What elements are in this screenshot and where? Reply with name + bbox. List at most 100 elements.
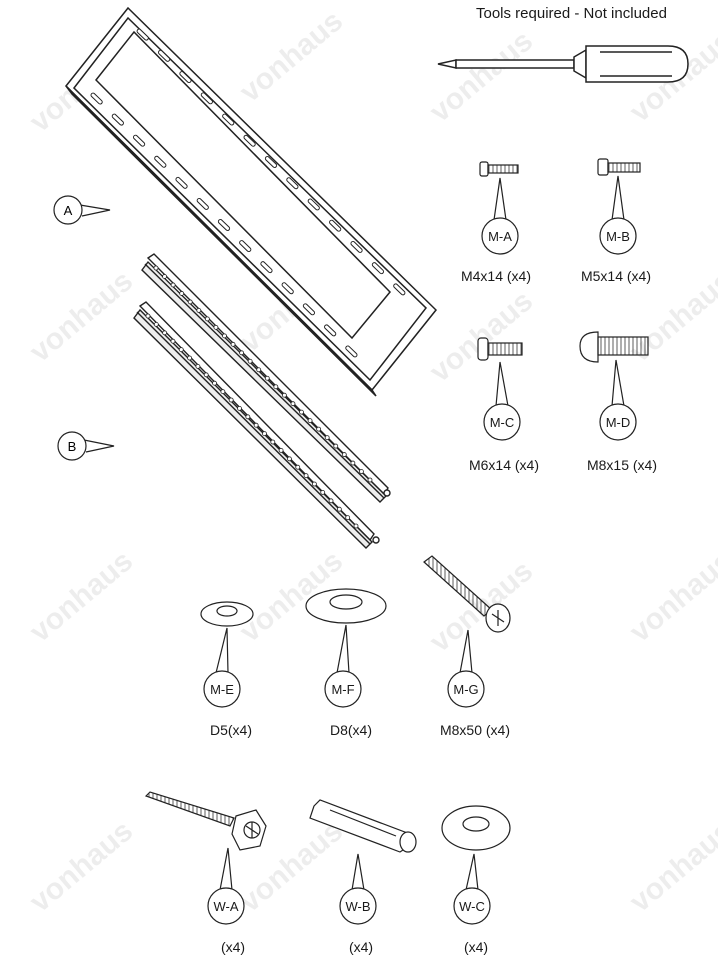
plate-slot <box>393 283 406 296</box>
washer-wc-icon <box>441 805 511 851</box>
bracket-hole <box>237 405 242 411</box>
lag-bolt-icon <box>144 791 267 851</box>
washer-d5-icon <box>200 601 254 627</box>
bracket-hole <box>303 473 309 479</box>
screw-m4-icon <box>479 161 519 177</box>
bracket-hole <box>145 313 151 319</box>
callout-md: M-D <box>599 359 637 441</box>
plate-slot <box>222 113 235 126</box>
bracket-hole <box>273 384 279 390</box>
callout-label-b: B <box>68 439 77 454</box>
spec-m-d: M8x15 (x4) <box>586 457 658 473</box>
spec-m-e: D5(x4) <box>209 722 253 738</box>
callout-me: M-E <box>203 627 241 708</box>
bracket-hole <box>336 506 342 512</box>
callout-label: M-G <box>453 682 478 697</box>
bracket-hole <box>195 363 201 369</box>
plate-slot <box>243 134 256 147</box>
bracket-hole <box>345 515 351 520</box>
callout-mc: M-C <box>483 361 521 441</box>
bracket-hole <box>290 401 296 407</box>
bracket-hole <box>170 282 176 288</box>
spec-m-f: D8(x4) <box>329 722 373 738</box>
bracket-hole <box>213 324 219 330</box>
callout-wc: W-C <box>453 853 491 925</box>
plate-slot <box>132 134 146 147</box>
spec-w-a: (x4) <box>220 939 246 955</box>
screw-m8-icon <box>579 331 649 363</box>
callout-label: W-B <box>345 899 370 914</box>
bracket-hole <box>170 338 176 344</box>
plate-slot <box>217 219 231 231</box>
bracket-hole <box>204 316 210 322</box>
callout-label: M-A <box>488 229 512 244</box>
plate-slot <box>281 282 294 295</box>
plate-slot <box>324 324 337 337</box>
tools-required-note: Tools required - Not included <box>476 5 667 22</box>
plate-slot <box>350 240 363 253</box>
bracket-hole <box>256 367 262 373</box>
plate-slot <box>371 262 385 275</box>
callout-wa: W-A <box>207 847 245 925</box>
bracket-hole <box>230 341 236 347</box>
plate-slot <box>345 345 358 358</box>
bracket-hole <box>212 380 217 386</box>
plate-slot <box>239 240 252 253</box>
plate-slot <box>157 49 171 62</box>
screwdriver-icon <box>437 45 689 83</box>
bracket-hole <box>196 307 202 313</box>
bracket-hole <box>311 481 317 487</box>
callout-label: M-B <box>606 229 630 244</box>
plate-slot <box>260 261 273 274</box>
bracket-hole <box>359 469 364 474</box>
bracket-hole <box>187 355 193 361</box>
bracket-hole <box>353 523 359 529</box>
bracket-hole <box>341 452 347 457</box>
callout-wb: W-B <box>339 853 377 925</box>
bracket-hole <box>187 299 193 305</box>
bracket-hole <box>153 265 159 271</box>
bracket-hole <box>324 435 330 441</box>
callout-label: M-C <box>490 415 515 430</box>
plate-slot <box>302 303 316 316</box>
screw-m5-icon <box>597 158 641 176</box>
bracket-hole <box>367 477 373 483</box>
bracket-hole <box>287 456 292 462</box>
bracket-hole <box>220 389 226 395</box>
vertical-bracket-icon <box>141 253 391 503</box>
callout-mf: M-F <box>324 624 362 708</box>
callout-ma: M-A <box>481 177 519 255</box>
callout-mb: M-B <box>599 175 637 255</box>
bracket-hole <box>178 347 184 353</box>
plate-slot <box>307 198 320 211</box>
bracket-hole <box>316 426 322 432</box>
plate-slot <box>179 71 192 84</box>
callout-label: M-F <box>331 682 354 697</box>
bolt-m8x50-icon <box>423 555 511 633</box>
hardware-callouts: M-A M-B M-C M-D M-E M-F M-G W-A W-B W-C <box>203 175 637 925</box>
wall-plate-drawing <box>64 6 438 397</box>
bracket-hole <box>299 409 304 415</box>
plate-slot <box>136 28 149 41</box>
wall-plate-slots <box>90 28 406 358</box>
plate-slot <box>196 197 209 210</box>
bracket-hole <box>179 291 185 296</box>
spec-m-c: M6x14 (x4) <box>468 457 540 473</box>
spec-w-b: (x4) <box>348 939 374 955</box>
callout-label: M-D <box>606 415 631 430</box>
callout-label: M-E <box>210 682 234 697</box>
bracket-hole <box>262 431 267 437</box>
bracket-hole <box>270 439 276 445</box>
bracket-hole <box>228 397 234 403</box>
bracket-hole <box>247 358 253 364</box>
callout-label-a: A <box>64 203 73 218</box>
callout-label: W-A <box>213 899 238 914</box>
bracket-hole <box>162 274 167 279</box>
screw-m6-icon <box>477 337 523 361</box>
plate-slot <box>111 113 124 126</box>
callout-a <box>53 195 111 225</box>
spec-m-g: M8x50 (x4) <box>439 722 511 738</box>
bracket-hole <box>162 330 168 336</box>
bracket-hole <box>222 333 227 339</box>
